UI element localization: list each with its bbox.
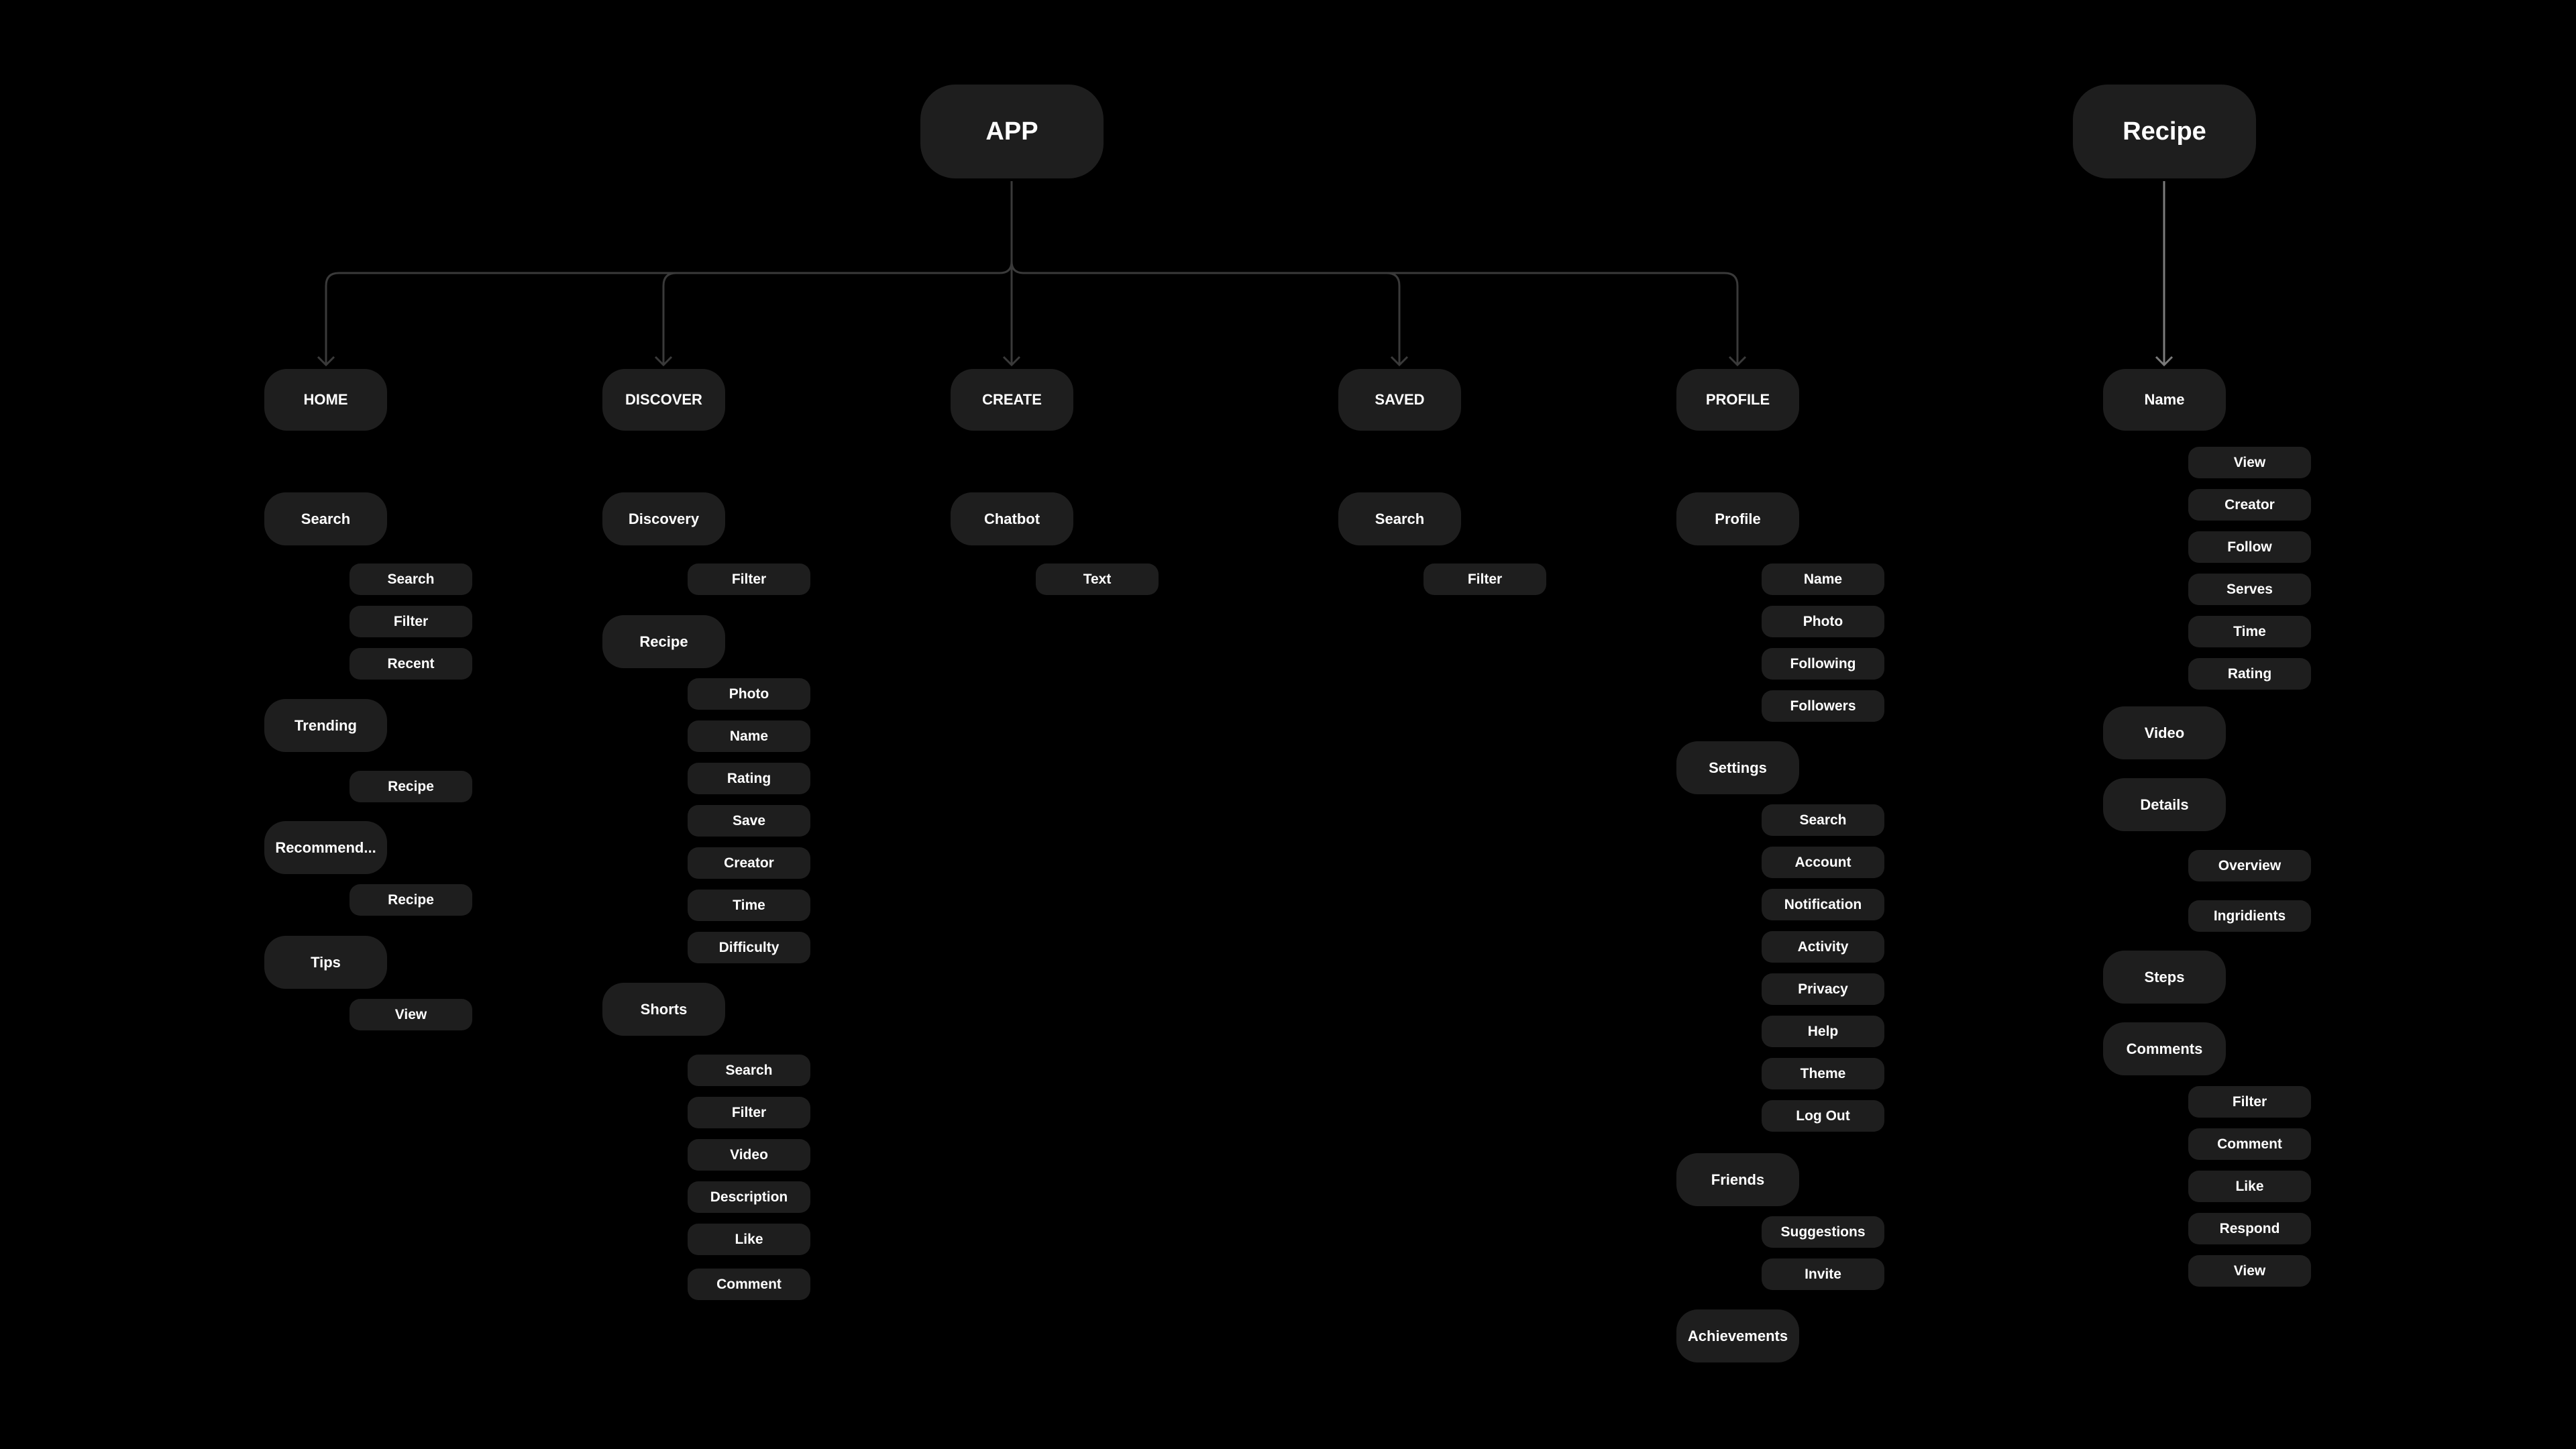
root-node-app[interactable]: APP xyxy=(920,85,1104,178)
section-node[interactable]: Recommend... xyxy=(264,821,387,874)
nav-node-home[interactable]: HOME xyxy=(264,369,387,431)
feature-chip[interactable]: Activity xyxy=(1762,931,1884,963)
feature-chip[interactable]: Log Out xyxy=(1762,1100,1884,1132)
feature-chip[interactable]: Recipe xyxy=(350,884,472,916)
feature-chip[interactable]: Suggestions xyxy=(1762,1216,1884,1248)
section-node[interactable]: Shorts xyxy=(602,983,725,1036)
feature-chip[interactable]: Recent xyxy=(350,648,472,680)
feature-chip[interactable]: Filter xyxy=(1424,564,1546,595)
section-node[interactable]: Comments xyxy=(2103,1022,2226,1075)
feature-chip[interactable]: Name xyxy=(1762,564,1884,595)
feature-chip[interactable]: Video xyxy=(688,1139,810,1171)
feature-chip[interactable]: Filter xyxy=(350,606,472,637)
feature-chip[interactable]: Following xyxy=(1762,648,1884,680)
feature-chip[interactable]: View xyxy=(2188,447,2311,478)
feature-chip[interactable]: Description xyxy=(688,1181,810,1213)
feature-chip[interactable]: Privacy xyxy=(1762,973,1884,1005)
feature-chip[interactable]: Name xyxy=(688,720,810,752)
feature-chip[interactable]: Time xyxy=(688,890,810,921)
feature-chip[interactable]: Creator xyxy=(688,847,810,879)
section-node[interactable]: Steps xyxy=(2103,951,2226,1004)
feature-chip[interactable]: Filter xyxy=(688,1097,810,1128)
feature-chip[interactable]: Help xyxy=(1762,1016,1884,1047)
feature-chip[interactable]: Invite xyxy=(1762,1258,1884,1290)
feature-chip[interactable]: Theme xyxy=(1762,1058,1884,1089)
feature-chip[interactable]: Like xyxy=(688,1224,810,1255)
feature-chip[interactable]: Photo xyxy=(688,678,810,710)
section-node[interactable]: Friends xyxy=(1676,1153,1799,1206)
feature-chip[interactable]: Followers xyxy=(1762,690,1884,722)
section-node[interactable]: Video xyxy=(2103,706,2226,759)
feature-chip[interactable]: Text xyxy=(1036,564,1159,595)
nav-node-saved[interactable]: SAVED xyxy=(1338,369,1461,431)
root-node-recipe[interactable]: Recipe xyxy=(2073,85,2256,178)
section-node[interactable]: Search xyxy=(264,492,387,545)
recipe-node-name[interactable]: Name xyxy=(2103,369,2226,431)
feature-chip[interactable]: View xyxy=(350,999,472,1030)
feature-chip[interactable]: Search xyxy=(688,1055,810,1086)
section-node[interactable]: Details xyxy=(2103,778,2226,831)
section-node[interactable]: Trending xyxy=(264,699,387,752)
section-node[interactable]: Chatbot xyxy=(951,492,1073,545)
feature-chip[interactable]: Filter xyxy=(688,564,810,595)
feature-chip[interactable]: Search xyxy=(350,564,472,595)
feature-chip[interactable]: Filter xyxy=(2188,1086,2311,1118)
feature-chip[interactable]: Like xyxy=(2188,1171,2311,1202)
feature-chip[interactable]: Overview xyxy=(2188,850,2311,881)
feature-chip[interactable]: Photo xyxy=(1762,606,1884,637)
feature-chip[interactable]: Ingridients xyxy=(2188,900,2311,932)
feature-chip[interactable]: View xyxy=(2188,1255,2311,1287)
feature-chip[interactable]: Difficulty xyxy=(688,932,810,963)
feature-chip[interactable]: Follow xyxy=(2188,531,2311,563)
section-node[interactable]: Profile xyxy=(1676,492,1799,545)
feature-chip[interactable]: Rating xyxy=(688,763,810,794)
feature-chip[interactable]: Comment xyxy=(2188,1128,2311,1160)
feature-chip[interactable]: Rating xyxy=(2188,658,2311,690)
feature-chip[interactable]: Serves xyxy=(2188,574,2311,605)
feature-chip[interactable]: Notification xyxy=(1762,889,1884,920)
feature-chip[interactable]: Respond xyxy=(2188,1213,2311,1244)
section-node[interactable]: Achievements xyxy=(1676,1309,1799,1362)
feature-chip[interactable]: Comment xyxy=(688,1269,810,1300)
section-node[interactable]: Tips xyxy=(264,936,387,989)
nav-node-discover[interactable]: DISCOVER xyxy=(602,369,725,431)
nav-node-create[interactable]: CREATE xyxy=(951,369,1073,431)
section-node[interactable]: Settings xyxy=(1676,741,1799,794)
section-node[interactable]: Discovery xyxy=(602,492,725,545)
feature-chip[interactable]: Recipe xyxy=(350,771,472,802)
section-node[interactable]: Recipe xyxy=(602,615,725,668)
nav-node-profile[interactable]: PROFILE xyxy=(1676,369,1799,431)
feature-chip[interactable]: Creator xyxy=(2188,489,2311,521)
section-node[interactable]: Search xyxy=(1338,492,1461,545)
feature-chip[interactable]: Save xyxy=(688,805,810,837)
feature-chip[interactable]: Time xyxy=(2188,616,2311,647)
feature-chip[interactable]: Account xyxy=(1762,847,1884,878)
feature-chip[interactable]: Search xyxy=(1762,804,1884,836)
